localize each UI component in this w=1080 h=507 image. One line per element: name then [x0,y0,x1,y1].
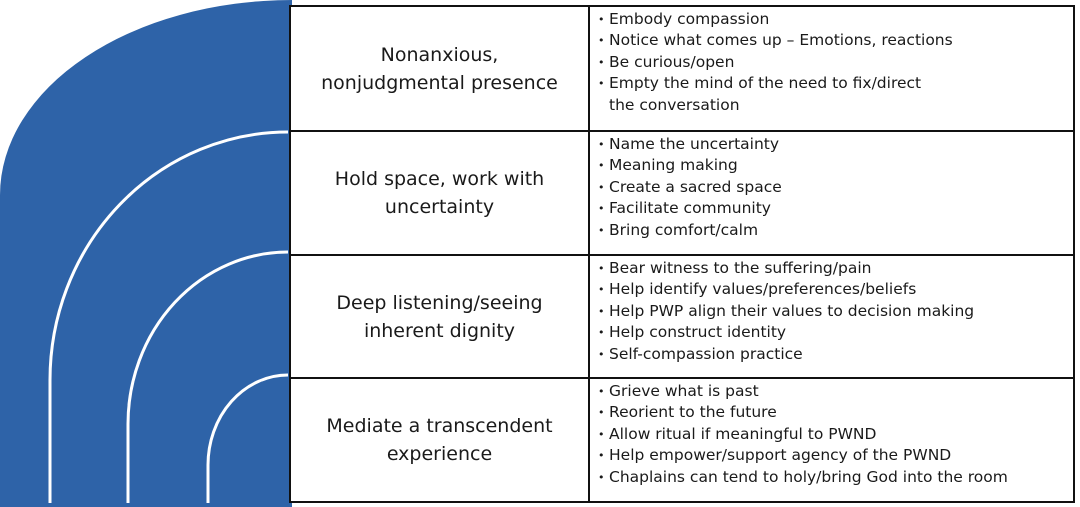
list-item: Chaplains can tend to holy/bring God int… [598,467,1073,489]
list-item: Grieve what is past [598,381,1073,403]
arc-outline-level-4 [206,373,289,503]
layer-row: Mediate a transcendent experience Grieve… [291,377,1073,501]
list-item: Self-compassion practice [598,344,1073,366]
list-item: Name the uncertainty [598,134,1073,156]
list-item: Empty the mind of the need to fix/direct… [598,73,1073,116]
layer-title: Mediate a transcendent experience [291,379,590,501]
layer-title: Deep listening/seeing inherent dignity [291,256,590,377]
list-item: Notice what comes up – Emotions, reactio… [598,30,1073,52]
layer-title: Hold space, work with uncertainty [291,132,590,254]
list-item: Be curious/open [598,52,1073,74]
list-item: Help PWP align their values to decision … [598,301,1073,323]
list-item: Create a sacred space [598,177,1073,199]
layer-row: Deep listening/seeing inherent dignity B… [291,254,1073,377]
list-item: Meaning making [598,155,1073,177]
arc-fill [0,0,292,507]
list-item: Help identify values/preferences/beliefs [598,279,1073,301]
list-item: Embody compassion [598,9,1073,31]
layers-table: Nonanxious, nonjudgmental presence Embod… [289,5,1075,503]
list-item: Help construct identity [598,322,1073,344]
list-item: Allow ritual if meaningful to PWND [598,424,1073,446]
list-item: Bear witness to the suffering/pain [598,258,1073,280]
arc-outline-level-3 [126,250,289,503]
layer-row: Hold space, work with uncertainty Name t… [291,130,1073,254]
practice-list: Name the uncertainty Meaning making Crea… [590,132,1073,254]
practice-list: Bear witness to the suffering/pain Help … [590,256,1073,377]
list-item: Facilitate community [598,198,1073,220]
practice-list: Embody compassion Notice what comes up –… [590,7,1073,130]
practice-list: Grieve what is past Reorient to the futu… [590,379,1073,501]
layer-title: Nonanxious, nonjudgmental presence [291,7,590,130]
layer-row: Nonanxious, nonjudgmental presence Embod… [291,7,1073,130]
list-item: Reorient to the future [598,402,1073,424]
list-item: Bring comfort/calm [598,220,1073,242]
arc-outline-level-2 [48,130,289,503]
list-item: Help empower/support agency of the PWND [598,445,1073,467]
